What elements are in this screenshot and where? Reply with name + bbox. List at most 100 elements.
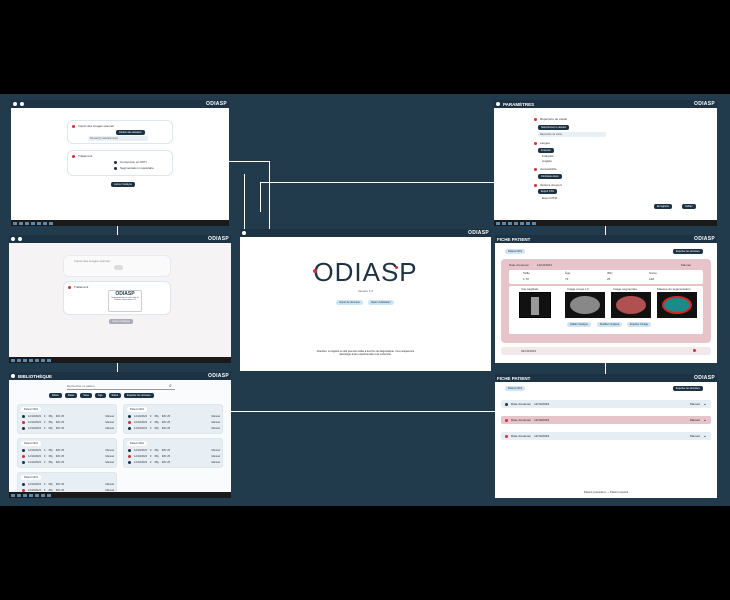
export-csv-button[interactable]: Export CSV	[538, 189, 558, 194]
settings-icon[interactable]	[242, 231, 246, 235]
chevron-down-icon: ⌄	[702, 433, 707, 439]
validate-button[interactable]: Valider	[682, 204, 696, 209]
patient-tag: Patient 0001	[127, 441, 148, 446]
language-select[interactable]: Français	[538, 148, 554, 153]
home-icon[interactable]	[11, 374, 15, 378]
language-option[interactable]: Anglais	[542, 159, 552, 163]
status-icon	[22, 427, 25, 430]
option-label: Conversion en NIfTI	[120, 160, 147, 164]
filter-button[interactable]: Statut	[108, 393, 122, 398]
step-dot-icon	[534, 118, 537, 121]
exam-card: Date d'examen 12/10/2021 Manuel Taille Â…	[501, 259, 711, 343]
filter-button[interactable]: Filtres	[49, 393, 62, 398]
connector-line	[117, 225, 118, 239]
settings-icon[interactable]	[20, 102, 24, 106]
edit-analysis-button[interactable]: Modifier l'analyse	[597, 322, 623, 327]
status-icon	[128, 449, 131, 452]
connector-line	[260, 182, 495, 183]
measures-table: Taille Âge IMC Score 1.70 72 25 128	[509, 270, 703, 284]
prev-patient-link[interactable]: Patient précédent	[583, 490, 606, 494]
language-option[interactable]: Français	[542, 154, 554, 158]
filter-button[interactable]: Dates	[64, 393, 78, 398]
export-button[interactable]: Exporter les données	[124, 393, 154, 398]
import-card: Import des images scanner Choisir des do…	[67, 120, 173, 144]
choose-folder-button[interactable]: Choisir des dossiers	[116, 130, 145, 135]
section-title: Traitement	[78, 154, 93, 158]
search-icon[interactable]: ⌕	[169, 383, 172, 389]
patient-tag: Patient 0001	[21, 407, 42, 412]
connector-line	[244, 174, 245, 234]
images-panel: Vue sagittale Image coupe L3 Image segme…	[509, 286, 703, 334]
export-option[interactable]: Export PDF	[542, 196, 558, 200]
status-icon	[22, 415, 25, 418]
select-folder-button[interactable]: Sélectionner le dossier	[538, 125, 570, 130]
run-analysis-button[interactable]: Lancer l'analyse	[109, 319, 133, 324]
main-logo: ODIASP	[313, 257, 418, 287]
page-title: PARAMÈTRES	[503, 101, 535, 107]
filter-button[interactable]: Âge	[95, 393, 106, 398]
status-badge: Manuel	[681, 263, 691, 267]
ct-slice-image	[565, 292, 605, 318]
brand-logo: ODIASP	[208, 373, 229, 379]
save-button[interactable]: Enregistrer	[654, 204, 673, 209]
taskbar	[9, 357, 231, 363]
exam-row-collapsed[interactable]: 02/10/2023	[501, 347, 711, 355]
folder-field[interactable]: Répertoire de sortie	[538, 132, 606, 137]
processing-card: Traitement Conversion en NIfTI Segmentat…	[67, 150, 173, 176]
filter-button[interactable]: Sexe	[80, 393, 93, 398]
page-title: FICHE PATIENT	[497, 236, 531, 242]
validate-analysis-button[interactable]: Valider l'analyse	[567, 322, 591, 327]
export-button[interactable]: Exporter les données	[673, 386, 703, 391]
settings-icon[interactable]	[18, 237, 22, 241]
progress-modal: ODIASP Segmentation et calcul de la surf…	[108, 290, 142, 312]
status-icon	[128, 455, 131, 458]
next-patient-link[interactable]: Patient suivant	[609, 490, 629, 494]
run-analysis-button[interactable]: Lancer l'analyse	[111, 182, 135, 187]
brand-logo: ODIASP	[694, 375, 715, 381]
brand-logo: ODIASP	[206, 101, 227, 107]
home-icon[interactable]	[496, 102, 500, 106]
overview-stage: ODIASP Import des images scanner Choisir…	[0, 94, 730, 506]
segmented-image	[611, 292, 651, 318]
import-button[interactable]: Import de données	[336, 300, 363, 305]
chevron-down-icon: ⌄	[702, 417, 707, 423]
logo-dot-icon	[313, 269, 317, 273]
export-button[interactable]: Exporter les données	[673, 249, 703, 254]
search-input[interactable]: Rechercher un patient	[67, 384, 175, 390]
notes-button[interactable]: Notes d'utilisation	[368, 300, 394, 305]
export-image-button[interactable]: Exporter l'image	[627, 322, 651, 327]
radio-icon[interactable]	[114, 161, 117, 164]
disclaimer-text: Attention, ce logiciel ne doit pas être …	[316, 350, 415, 357]
connector-line	[229, 161, 270, 162]
home-icon[interactable]	[11, 237, 15, 241]
brand-logo: ODIASP	[694, 101, 715, 107]
processing-window: ODIASP Import des images scanner ··· Tra…	[9, 235, 231, 363]
folder-field[interactable]: Dossier(s) sélectionné(s)	[88, 136, 148, 141]
home-icon[interactable]	[13, 102, 17, 106]
patient-tag: Patient 0001	[21, 441, 42, 446]
radio-icon[interactable]	[114, 167, 117, 170]
contrast-button[interactable]: Contraste élevé	[538, 174, 562, 179]
status-icon	[128, 461, 131, 464]
